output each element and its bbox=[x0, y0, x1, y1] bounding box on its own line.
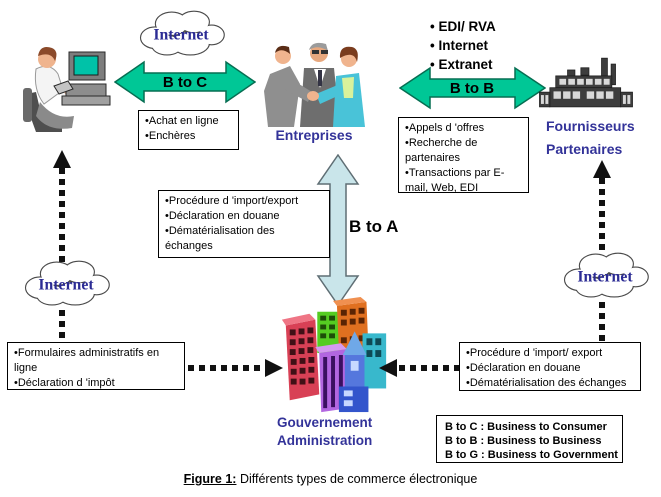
list-item: •Procédure d 'import/ export bbox=[466, 347, 603, 359]
dotted-line-to-gov-left bbox=[188, 365, 266, 371]
internet-cloud-right: Internet bbox=[563, 252, 649, 298]
left-arrowhead bbox=[379, 359, 397, 377]
btoc-examples-box: •Achat en ligne •Enchères bbox=[138, 110, 239, 150]
up-arrowhead-left bbox=[53, 150, 71, 168]
list-item: • Internet bbox=[430, 38, 488, 53]
right-arrowhead bbox=[265, 359, 283, 377]
factory-icon bbox=[539, 57, 633, 108]
list-item: •Transactions par E-mail, Web, EDI bbox=[405, 167, 505, 194]
legend-box: B to C : Business to Consumer B to B : Bu… bbox=[436, 415, 623, 463]
figure-caption-text: Différents types de commerce électroniqu… bbox=[239, 472, 478, 486]
entreprises-label: Entreprises bbox=[275, 127, 353, 143]
list-item: B to B : Business to Business bbox=[445, 435, 602, 447]
btoa-examples-box: •Procédure d 'import/export •Déclaration … bbox=[158, 190, 330, 258]
up-arrowhead-right bbox=[593, 160, 611, 178]
citizen-examples-box: •Formulaires administratifs en ligne •Déc… bbox=[7, 342, 185, 390]
supplier-gov-examples-box: •Procédure d 'import/ export •Déclaration… bbox=[459, 342, 641, 391]
b-to-b-label: B to B bbox=[450, 80, 494, 97]
b-to-c-arrow: B to C bbox=[114, 60, 256, 104]
internet-label: Internet bbox=[38, 277, 94, 294]
fournisseurs-line1: Fournisseurs bbox=[546, 118, 635, 134]
list-item: B to C : Business to Consumer bbox=[445, 421, 607, 433]
dotted-line-right-lower bbox=[599, 302, 605, 342]
gouvernement-line1: Gouvernement bbox=[277, 415, 373, 430]
btob-examples-box: •Appels d 'offres •Recherche de partenair… bbox=[398, 117, 529, 194]
list-item: •Recherche de partenaires bbox=[405, 137, 478, 164]
gouvernement-line2: Administration bbox=[277, 433, 373, 448]
list-item: •Dématérialisation des échanges bbox=[165, 225, 275, 252]
b-to-c-label: B to C bbox=[163, 74, 207, 91]
list-item: •Dématérialisation des échanges bbox=[466, 377, 627, 389]
list-item: • Extranet bbox=[430, 57, 493, 72]
dotted-line-left-upper bbox=[59, 168, 65, 262]
dotted-line-right-upper bbox=[599, 178, 605, 252]
list-item: •Formulaires administratifs en ligne bbox=[14, 347, 160, 374]
figure-caption: Figure 1: Différents types de commerce é… bbox=[0, 472, 661, 486]
internet-cloud-top: Internet bbox=[139, 10, 225, 56]
internet-label: Internet bbox=[577, 269, 633, 286]
government-buildings-icon bbox=[281, 296, 387, 413]
dotted-line-to-gov-right bbox=[399, 365, 459, 371]
b-to-b-arrow: B to B bbox=[399, 66, 546, 110]
list-item: •Procédure d 'import/export bbox=[165, 195, 299, 207]
fournisseurs-line2: Partenaires bbox=[546, 141, 623, 157]
gouvernement-label: Gouvernement Administration bbox=[277, 414, 372, 450]
fournisseurs-label: Fournisseurs Partenaires bbox=[546, 115, 635, 161]
list-item: •Déclaration d 'impôt bbox=[14, 377, 115, 389]
list-item: • EDI/ RVA bbox=[430, 19, 496, 34]
list-item: •Déclaration en douane bbox=[165, 210, 280, 222]
dotted-line-left-lower bbox=[59, 310, 65, 342]
figure-caption-label: Figure 1: bbox=[183, 472, 237, 486]
person-at-computer-icon bbox=[23, 47, 111, 132]
list-item: •Enchères bbox=[145, 130, 196, 142]
b-to-a-label: B to A bbox=[349, 217, 399, 236]
list-item: B to G : Business to Government bbox=[445, 449, 618, 461]
list-item: •Déclaration en douane bbox=[466, 362, 581, 374]
internet-cloud-left: Internet bbox=[24, 260, 110, 306]
internet-label: Internet bbox=[153, 27, 209, 44]
list-item: •Appels d 'offres bbox=[405, 122, 485, 134]
list-item: •Achat en ligne bbox=[145, 115, 219, 127]
btob-channels-list: • EDI/ RVA • Internet • Extranet bbox=[430, 17, 496, 74]
business-handshake-icon bbox=[264, 42, 365, 127]
